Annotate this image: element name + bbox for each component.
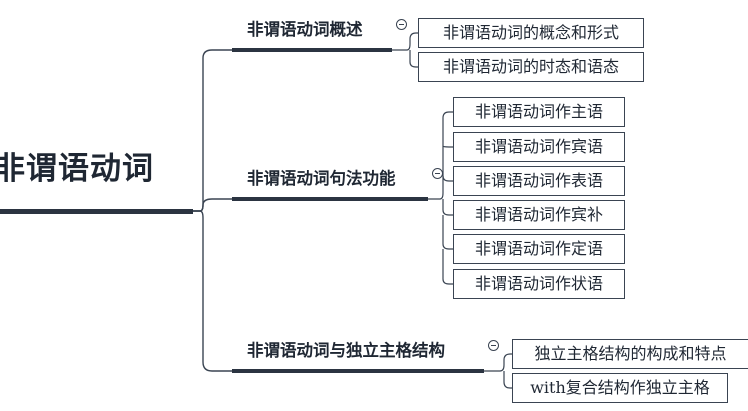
leaf-topic[interactable]: 非谓语动词作主语 xyxy=(453,97,625,127)
branch-topic-syntax-functions[interactable]: 非谓语动词句法功能 xyxy=(247,169,396,188)
leaf-connector xyxy=(442,175,453,182)
branch-topic-absolute-construction[interactable]: 非谓语动词与独立主格结构 xyxy=(247,341,445,360)
branch-topic-overview[interactable]: 非谓语动词概述 xyxy=(247,20,363,39)
leaf-connector xyxy=(392,32,418,51)
branch-underline-3 xyxy=(232,369,484,373)
leaf-connector xyxy=(428,111,453,200)
leaf-topic[interactable]: 非谓语动词作宾语 xyxy=(453,132,625,162)
leaf-topic[interactable]: 非谓语动词作表语 xyxy=(453,166,625,196)
leaf-connector xyxy=(442,249,453,285)
collapse-toggle-icon[interactable] xyxy=(396,19,407,30)
branch-underline-2 xyxy=(232,197,428,201)
leaf-connector xyxy=(442,145,453,148)
leaf-topic[interactable]: 独立主格结构的构成和特点 xyxy=(512,339,748,369)
leaf-topic[interactable]: 非谓语动词的时态和语态 xyxy=(418,52,644,82)
leaf-topic[interactable]: 非谓语动词作宾补 xyxy=(453,200,625,230)
collapse-toggle-icon[interactable] xyxy=(432,168,443,179)
leaf-connector xyxy=(409,50,418,68)
leaf-topic[interactable]: 非谓语动词作定语 xyxy=(453,234,625,264)
leaf-connector xyxy=(442,199,453,216)
leaf-connector xyxy=(484,353,512,372)
branch-underline-1 xyxy=(232,48,392,52)
leaf-topic[interactable]: 非谓语动词作状语 xyxy=(453,269,625,299)
leaf-connector xyxy=(503,371,512,389)
connector-branch-3 xyxy=(193,210,232,372)
leaf-topic[interactable]: with复合结构作独立主格 xyxy=(512,373,728,403)
root-topic[interactable]: 非谓语动词 xyxy=(0,151,154,187)
connector-branch-2 xyxy=(193,198,232,212)
collapse-toggle-icon[interactable] xyxy=(488,340,499,351)
leaf-topic[interactable]: 非谓语动词的概念和形式 xyxy=(418,18,644,48)
connector-branch-1 xyxy=(193,49,232,212)
root-underline xyxy=(0,209,193,214)
leaf-connector xyxy=(442,215,453,250)
